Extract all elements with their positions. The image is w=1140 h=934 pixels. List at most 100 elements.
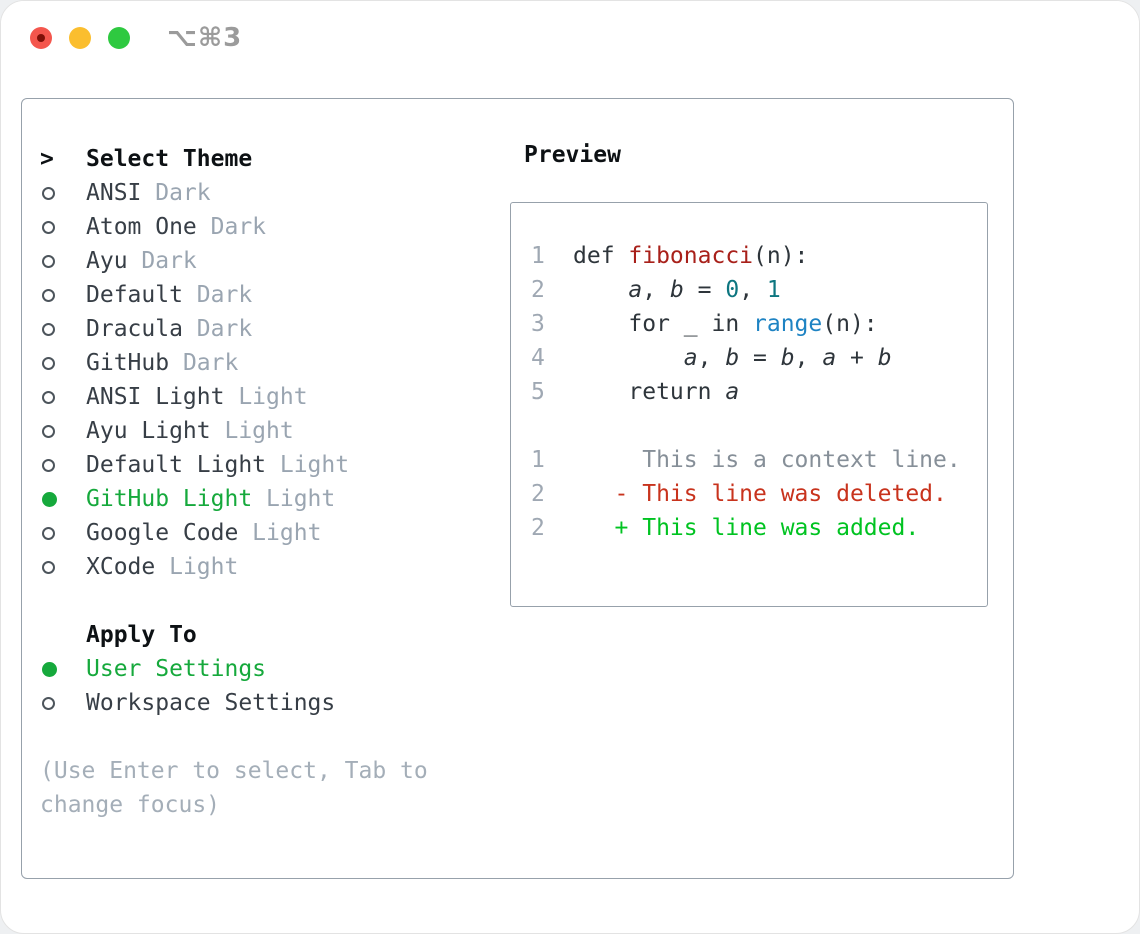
item-label: Ayu Light (86, 418, 211, 444)
radio-gutter (40, 661, 86, 677)
radio-unselected-icon (42, 288, 55, 302)
theme-option-ansi-light[interactable]: ANSI Light Light (40, 380, 460, 414)
theme-option-ayu[interactable]: Ayu Dark (40, 244, 460, 278)
code-segment-code: , (794, 345, 823, 371)
radio-unselected-icon (42, 186, 55, 200)
code-segment-added: + This line was added. (573, 515, 920, 541)
code-segment-variable: a (628, 277, 643, 303)
line-number: 4 (531, 345, 545, 371)
section-gap (40, 720, 460, 754)
item-variant-tag: Dark (196, 214, 267, 240)
prompt-gutter: > (40, 146, 86, 172)
radio-gutter (40, 424, 86, 438)
line-number: 2 (531, 277, 545, 303)
apply-option-workspace-settings[interactable]: Workspace Settings (40, 686, 460, 720)
prompt-caret: > (40, 146, 54, 172)
close-button[interactable] (30, 27, 52, 49)
radio-gutter (40, 491, 86, 507)
code-segment-number: 0 (725, 277, 740, 303)
radio-unselected-icon (42, 254, 55, 268)
radio-gutter (40, 696, 86, 710)
preview-line: 2 - This line was deleted. (531, 481, 987, 515)
item-label: ANSI Light (86, 384, 225, 410)
theme-option-ansi[interactable]: ANSI Dark (40, 176, 460, 210)
title-bar: ⌥⌘3 (1, 1, 1139, 76)
code-segment-code: for _ in (573, 311, 754, 337)
code-segment-code: = (739, 345, 781, 371)
apply-option-user-settings[interactable]: User Settings (40, 652, 460, 686)
preview-title: Preview (524, 142, 621, 168)
item-label: GitHub Light (86, 486, 253, 512)
code-segment-builtin: range (753, 311, 823, 337)
item-label: Ayu (86, 248, 128, 274)
item-label: Atom One (86, 214, 197, 240)
line-number (531, 413, 573, 447)
theme-option-ayu-light[interactable]: Ayu Light Light (40, 414, 460, 448)
theme-option-dracula[interactable]: Dracula Dark (40, 312, 460, 346)
code-segment-context: This is a context line. (573, 447, 961, 473)
minimize-button[interactable] (69, 27, 91, 49)
code-segment-deleted: - This line was deleted. (573, 481, 947, 507)
radio-selected-icon (42, 491, 57, 507)
item-label: GitHub (86, 350, 170, 376)
item-label: Default (86, 282, 183, 308)
code-segment-variable: a (725, 379, 740, 405)
zoom-button[interactable] (108, 27, 130, 49)
code-segment-function: fibonacci (628, 243, 754, 269)
preview-line: 2 + This line was added. (531, 515, 987, 549)
theme-option-github[interactable]: GitHub Dark (40, 346, 460, 380)
preview-line: 1 This is a context line. (531, 447, 987, 481)
item-variant-tag: Dark (182, 316, 253, 342)
theme-option-github-light[interactable]: GitHub Light Light (40, 482, 460, 516)
item-variant-tag: Light (238, 520, 322, 546)
code-segment-code: def (573, 243, 629, 269)
window-title: ⌥⌘3 (167, 23, 243, 53)
apply-to-header: Apply To (40, 618, 460, 652)
preview-line: 4 a, b = b, a + b (531, 345, 987, 379)
apply-to-title: Apply To (86, 622, 197, 648)
theme-option-atom-one[interactable]: Atom One Dark (40, 210, 460, 244)
radio-unselected-icon (42, 424, 55, 438)
radio-gutter (40, 186, 86, 200)
code-segment-variable: b (669, 277, 684, 303)
radio-gutter (40, 356, 86, 370)
theme-option-default-light[interactable]: Default Light Light (40, 448, 460, 482)
preview-line: 3 for _ in range(n): (531, 311, 987, 345)
line-number: 3 (531, 311, 545, 337)
code-segment-code: , (739, 277, 767, 303)
item-label: Default Light (86, 452, 267, 478)
code-segment-variable: b (877, 345, 892, 371)
radio-unselected-icon (42, 390, 55, 404)
radio-selected-icon (42, 661, 57, 677)
theme-option-xcode[interactable]: XCode Light (40, 550, 460, 584)
section-gap (40, 584, 460, 618)
radio-unselected-icon (42, 322, 55, 336)
preview-line (531, 413, 987, 447)
code-segment-code: , (697, 345, 726, 371)
radio-gutter (40, 560, 86, 574)
item-variant-tag: Light (224, 384, 308, 410)
radio-unselected-icon (42, 356, 55, 370)
radio-gutter (40, 390, 86, 404)
close-icon (37, 34, 45, 42)
theme-option-google-code[interactable]: Google Code Light (40, 516, 460, 550)
radio-unselected-icon (42, 220, 55, 234)
item-label: Dracula (86, 316, 183, 342)
code-segment-code: (n): (753, 243, 809, 269)
theme-option-default[interactable]: Default Dark (40, 278, 460, 312)
item-label: XCode (86, 554, 156, 580)
code-segment-variable: a (822, 345, 837, 371)
line-number: 2 (531, 515, 545, 541)
code-segment-code: return (573, 379, 726, 405)
line-number: 5 (531, 379, 545, 405)
preview-line: 5 return a (531, 379, 987, 413)
item-variant-tag: Light (210, 418, 294, 444)
item-variant-tag: Dark (182, 282, 253, 308)
code-segment-code: , (642, 277, 670, 303)
line-number: 1 (531, 447, 545, 473)
